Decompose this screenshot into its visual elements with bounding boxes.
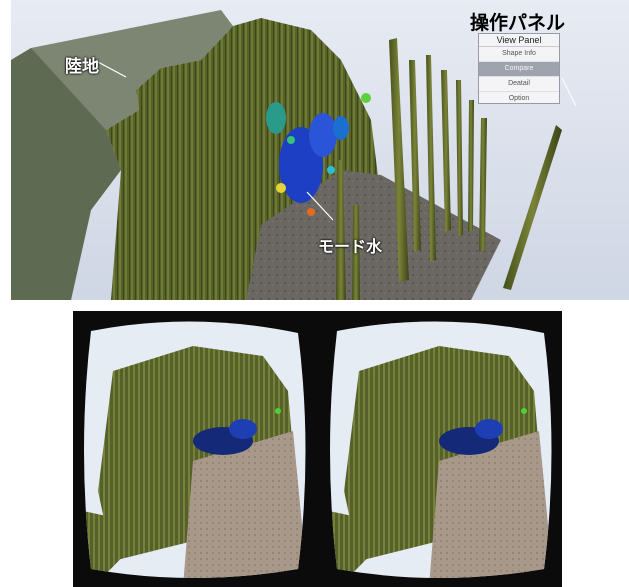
vr-stereo-render [84,321,552,578]
view-panel-title: View Panel [479,34,559,47]
compare-button[interactable]: Compare [479,62,559,77]
land-label: 陸地 [65,57,99,77]
shape-info-button[interactable]: Shape Info [479,47,559,62]
view-panel: View Panel Shape Info Compare Deatail Op… [478,33,560,107]
right-eye-view [330,321,552,578]
detail-button[interactable]: Deatail [479,77,559,92]
option-button[interactable]: Option [479,92,559,107]
vr-stereo-view [73,311,562,587]
left-eye-view [84,321,306,578]
control-panel-caption: 操作パネル [470,12,566,34]
mode-water-label: モード水 [318,237,383,256]
